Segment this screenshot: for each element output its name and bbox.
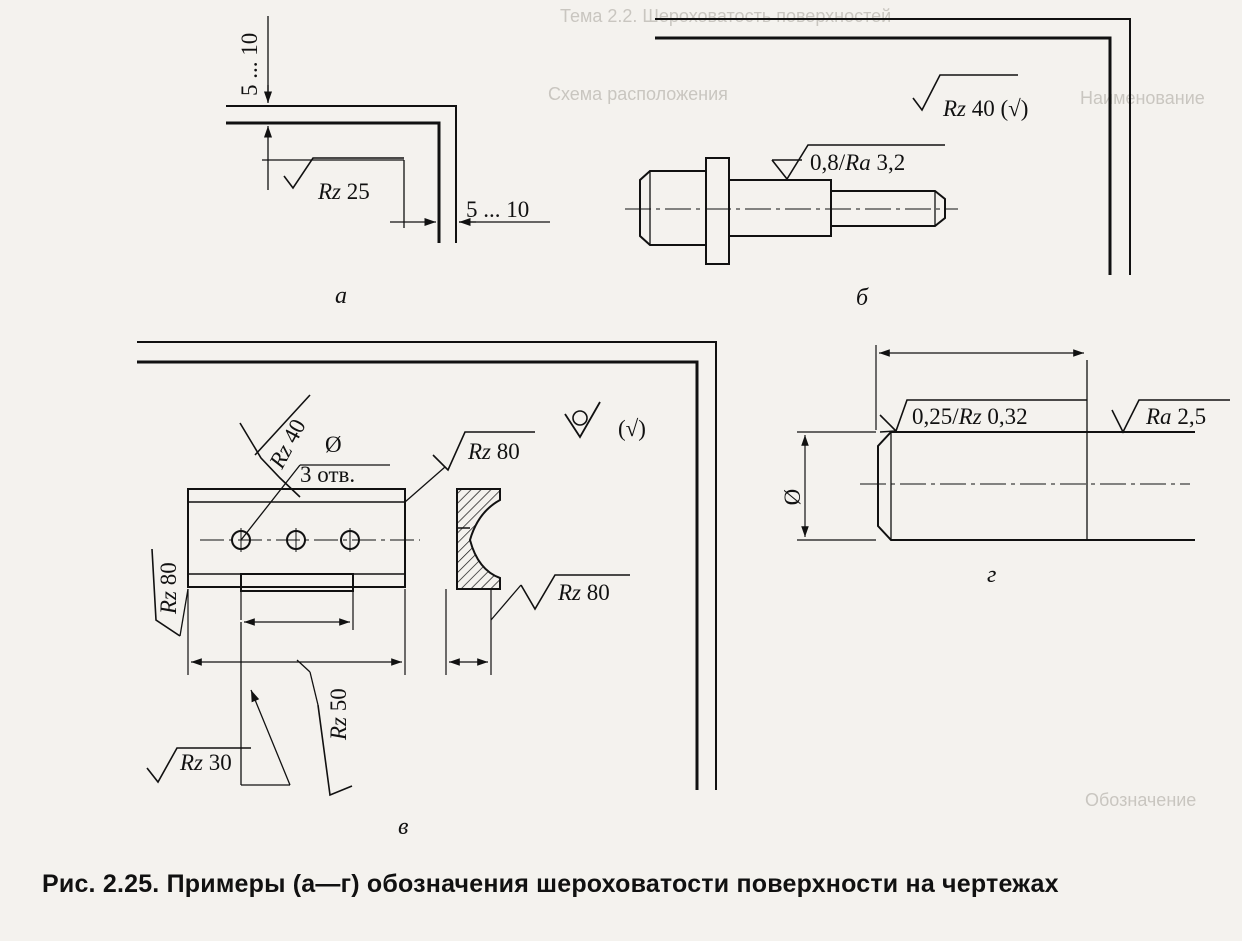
bleed-designation: Обозначение: [1085, 790, 1196, 810]
bleed-name: Наименование: [1080, 88, 1205, 108]
panel-a: [226, 16, 550, 243]
shaft-part: [625, 157, 958, 265]
roughness-corner-extra-v: (√): [618, 416, 646, 441]
roughness-top-right-v: Rz 80: [467, 439, 520, 464]
roughness-profile-v: Rz 80: [557, 580, 610, 605]
roughness-label-a: Rz 25: [317, 179, 370, 204]
roughness-chamfer-g: 0,25/Rz 0,32: [912, 404, 1028, 429]
roughness-sign: [283, 157, 404, 190]
frame-inner-corner-b: [655, 36, 1112, 275]
panel-v: [137, 341, 717, 797]
panel-letter-g: г: [987, 562, 996, 588]
dim-vertical-label: 5 ... 10: [237, 33, 262, 96]
panel-g: [797, 345, 1230, 541]
plate-part: [187, 488, 420, 592]
caption-text: Примеры (а—г) обозначения шероховатости …: [166, 870, 1059, 898]
diameter-symbol-g: Ø: [780, 489, 805, 506]
dim-horizontal-label: 5 ... 10: [466, 197, 529, 222]
caption-number: Рис. 2.25.: [42, 870, 160, 898]
holes-label: 3 отв.: [300, 462, 355, 487]
panel-b: [625, 18, 1131, 275]
panel-letter-a: а: [335, 283, 347, 309]
frame-outer-corner-v: [137, 341, 717, 790]
bleed-title: Тема 2.2. Шероховатость поверхностей: [560, 6, 891, 26]
profile-section: [456, 488, 501, 590]
frame-outer-corner-b: [655, 18, 1131, 275]
roughness-left-v: Rz 80: [156, 562, 181, 615]
frame-outer-corner: [226, 105, 457, 243]
roughness-bottom-left-v: Rz 30: [179, 750, 232, 775]
panel-letter-b: б: [856, 285, 869, 311]
roughness-surface-label-b: 0,8/Ra 3,2: [810, 150, 905, 175]
shaft-end: [877, 431, 1195, 541]
panel-letter-v: в: [398, 814, 408, 840]
frame-inner-corner-v: [137, 360, 699, 790]
figure-caption: Рис. 2.25. Примеры (а—г) обозначения шер…: [42, 870, 1222, 899]
diameter-symbol-v: Ø: [325, 432, 342, 457]
frame-inner-corner: [226, 121, 441, 243]
bleed-scheme: Схема расположения: [548, 84, 728, 104]
roughness-bottom-v: Rz 50: [326, 688, 351, 741]
roughness-surface-g: Ra 2,5: [1145, 404, 1206, 429]
roughness-corner-label-b: Rz 40 (√): [942, 96, 1028, 121]
